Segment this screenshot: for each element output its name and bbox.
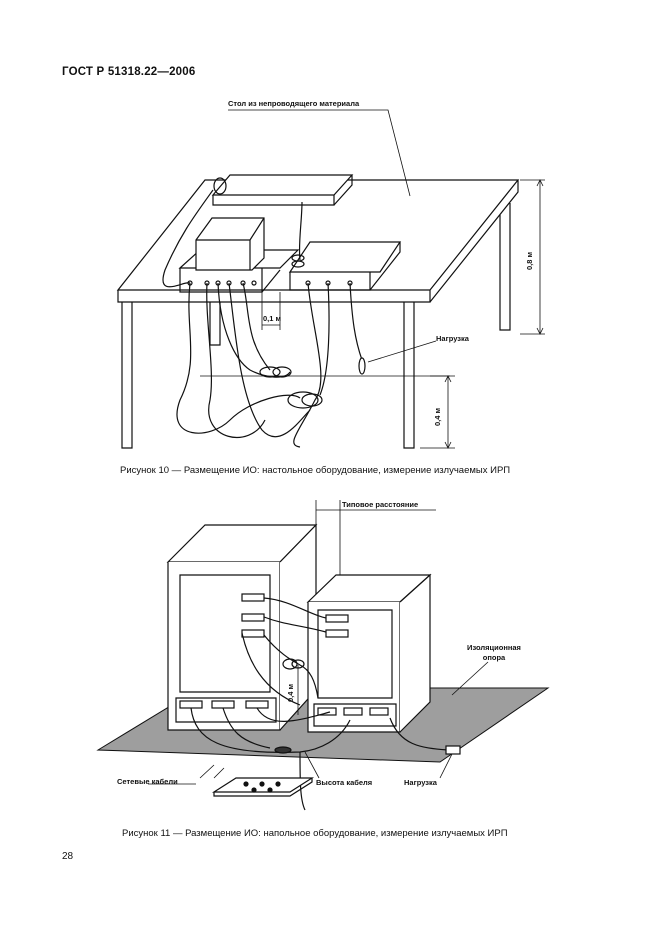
label-cable-height: Высота кабеля [316,778,373,787]
label-height-0-8: 0,8 м [525,251,534,270]
label-distance-0-1: 0,1 м [263,314,282,323]
label-load: Нагрузка [436,334,469,343]
label-typical-distance: Типовое расстояние [342,500,419,509]
figure-10-caption: Рисунок 10 — Размещение ИО: настольное о… [120,465,511,476]
label-power-cables: Сетевые кабели [117,777,178,786]
page-number: 28 [62,851,74,862]
figure-11-drawing [96,500,550,811]
figure-11: Типовое расстояние Изоляционная опора Се… [0,480,661,850]
figure-11-caption: Рисунок 11 — Размещение ИО: напольное об… [122,828,508,839]
figure-10: Стол из непроводящего материала Нагрузка… [116,99,545,476]
label-table: Стол из непроводящего материала [228,99,360,108]
label-height-0-4: 0,4 м [433,407,442,426]
document-code: ГОСТ Р 51318.22—2006 [62,66,196,78]
figure-10-drawing [116,109,545,449]
label-load: Нагрузка [404,778,437,787]
label-height-0-4: 0,4 м [286,683,295,702]
label-insulating-support: Изоляционная опора [467,643,521,662]
